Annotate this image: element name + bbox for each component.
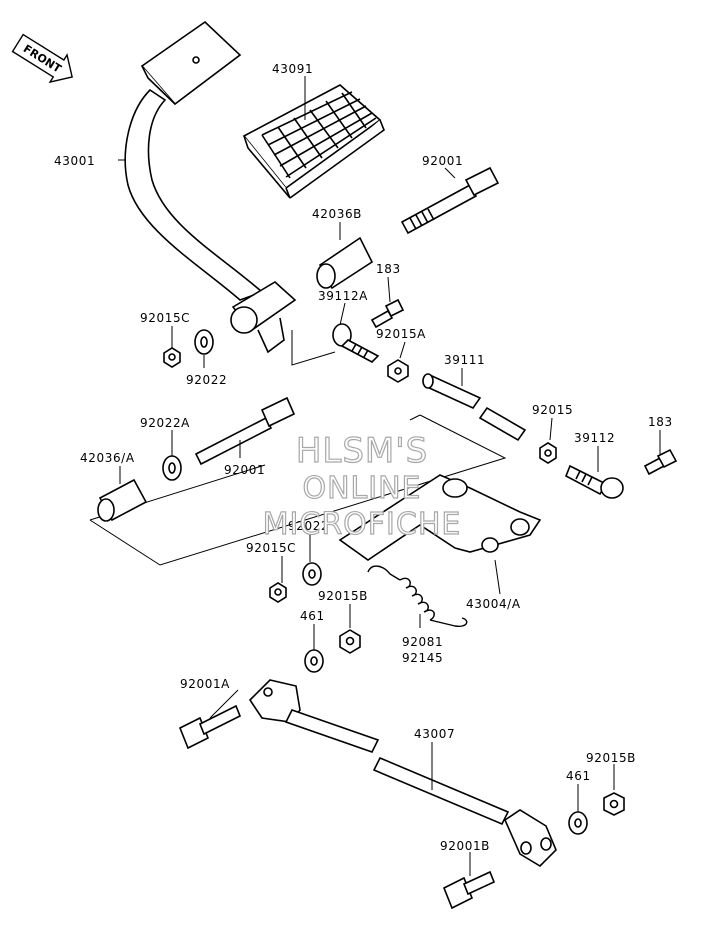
- nut-92015C-top: [163, 347, 181, 368]
- rod-end-39112: [564, 464, 624, 499]
- washer-92022A: [162, 455, 182, 481]
- label-92001-mid: 92001: [224, 463, 265, 477]
- label-92145: 92145: [402, 651, 443, 665]
- label-92015C-mid: 92015C: [246, 541, 296, 555]
- screw-183-right: [643, 448, 678, 476]
- label-92081: 92081: [402, 635, 443, 649]
- label-183-top: 183: [376, 262, 401, 276]
- label-92015C-top: 92015C: [140, 311, 190, 325]
- screw-183-top: [370, 298, 405, 329]
- label-92001A: 92001A: [180, 677, 230, 691]
- label-92015B-mid: 92015B: [318, 589, 368, 603]
- label-183-right: 183: [648, 415, 673, 429]
- bracket-43004A: [338, 474, 542, 561]
- label-43007: 43007: [414, 727, 455, 741]
- washer-461-mid: [304, 649, 324, 673]
- watermark: HLSM'S ONLINE MICROFICHE: [262, 430, 462, 542]
- label-461-right: 461: [566, 769, 591, 783]
- part-labels: 43091 43001 92001 42036B 183 39112A 9201…: [54, 62, 673, 853]
- watermark-line1: HLSM'S: [296, 431, 428, 471]
- brake-pedal-arm: [124, 20, 297, 354]
- label-39112: 39112: [574, 431, 615, 445]
- bolt-92001-top: [400, 166, 500, 235]
- shaft-39111: [422, 373, 527, 442]
- pedal-rubber-pad: [242, 84, 385, 199]
- nut-92015: [539, 442, 557, 464]
- label-461-mid: 461: [300, 609, 325, 623]
- bolt-92001A: [178, 704, 242, 750]
- label-43091: 43091: [272, 62, 313, 76]
- washer-461-right: [568, 811, 588, 835]
- label-43001: 43001: [54, 154, 95, 168]
- label-42036B: 42036B: [312, 207, 362, 221]
- return-spring-92081: [367, 565, 468, 628]
- watermark-line3: MICROFICHE: [263, 507, 462, 542]
- collar-42036B: [316, 236, 374, 290]
- label-92015: 92015: [532, 403, 573, 417]
- label-92001B: 92001B: [440, 839, 490, 853]
- label-92015B-right: 92015B: [586, 751, 636, 765]
- bolt-92001-mid: [194, 396, 296, 466]
- brake-rod-43007: [248, 679, 557, 868]
- label-43004A: 43004/A: [466, 597, 521, 611]
- nut-92015B-mid: [339, 629, 361, 654]
- label-92022A: 92022A: [140, 416, 190, 430]
- label-92015A: 92015A: [376, 327, 426, 341]
- collar-42036A: [97, 478, 148, 522]
- label-92001-top: 92001: [422, 154, 463, 168]
- label-42036A: 42036/A: [80, 451, 135, 465]
- bolt-92001B: [442, 870, 496, 910]
- washer-92022-top: [194, 329, 214, 355]
- nut-92015B-right: [603, 792, 625, 816]
- leader-lines: [118, 76, 661, 876]
- label-39111: 39111: [444, 353, 485, 367]
- front-arrow-icon: FRONT: [11, 33, 73, 84]
- washer-92022-mid: [302, 562, 322, 586]
- label-39112A: 39112A: [318, 289, 368, 303]
- nut-92015A: [387, 359, 409, 383]
- rod-end-39112A: [332, 323, 380, 363]
- label-92022-mid: 92022: [288, 519, 329, 533]
- label-92022-top: 92022: [186, 373, 227, 387]
- watermark-line2: ONLINE: [302, 471, 421, 506]
- nut-92015C-mid: [269, 582, 287, 603]
